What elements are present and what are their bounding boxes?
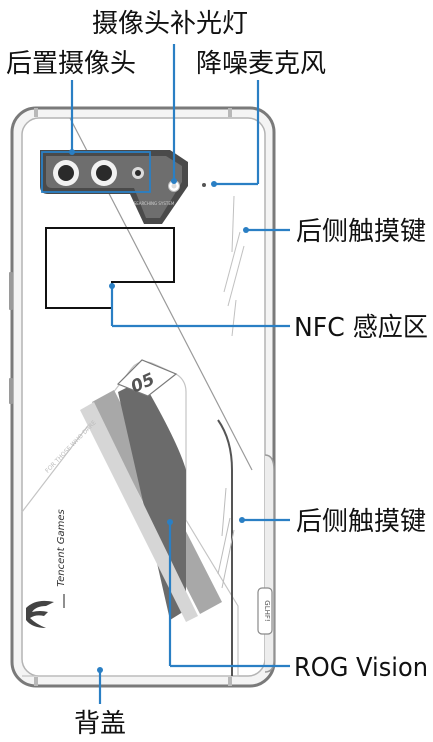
side-design-line xyxy=(217,419,233,676)
dot-side-touch-lower xyxy=(239,517,245,523)
frame-seam-bottom-right xyxy=(228,677,232,686)
rear-camera-highlight-box xyxy=(41,151,151,193)
label-side-touch-lower: 后侧触摸键 xyxy=(296,507,426,537)
frame-seam-top-right xyxy=(228,108,232,117)
rog-logo-icon xyxy=(26,600,54,628)
dot-noise-mic xyxy=(211,181,217,187)
camera-small-text: SEARCHING SYSTEM xyxy=(134,201,175,206)
macro-lens-inner-icon xyxy=(135,170,141,176)
right-side-port xyxy=(264,454,275,673)
label-noise-mic: 降噪麦克风 xyxy=(196,49,326,79)
upper-touch-key-marks xyxy=(223,195,245,337)
dot-side-touch-upper xyxy=(243,227,249,233)
mic-hole-icon xyxy=(202,183,206,187)
side-mark-plate xyxy=(257,587,273,635)
lower-touch-key-marks xyxy=(217,487,235,589)
nfc-area-outline xyxy=(45,227,175,309)
label-back-cover: 背盖 xyxy=(74,709,126,739)
dot-rog-vision xyxy=(167,519,173,525)
dot-back-cover xyxy=(97,667,103,673)
dot-rear-camera xyxy=(69,149,75,155)
label-nfc: NFC 感应区 xyxy=(294,313,428,343)
dot-nfc xyxy=(109,283,115,289)
dot-fill-light xyxy=(171,178,177,184)
left-side-button-upper xyxy=(9,272,13,310)
wide-lens-inner-icon xyxy=(96,165,112,181)
frame-seam-bottom-left xyxy=(34,677,38,686)
callout-labels: 摄像头补光灯 后置摄像头 降噪麦克风 后侧触摸键 NFC 感应区 后侧触摸键 R… xyxy=(6,9,428,739)
label-side-touch-upper: 后侧触摸键 xyxy=(296,217,426,247)
label-rear-camera: 后置摄像头 xyxy=(6,49,136,79)
camera-housing-plate xyxy=(46,156,182,218)
label-rog-vision: ROG Vision xyxy=(294,653,428,683)
side-mark-text: GLHF! xyxy=(263,600,271,621)
leader-lines xyxy=(69,44,290,704)
brand-text: Tencent Games xyxy=(56,509,67,586)
main-lens-inner-icon xyxy=(58,165,74,181)
model-mark-badge xyxy=(116,359,178,397)
design-band-outline xyxy=(21,361,239,677)
camera-module: SEARCHING SYSTEM xyxy=(40,150,188,224)
left-side-button-lower xyxy=(9,378,13,404)
label-fill-light: 摄像头补光灯 xyxy=(92,9,248,39)
design-stripe-light xyxy=(80,402,198,622)
fill-light-inner-icon xyxy=(171,183,177,189)
frame-seam-top-left xyxy=(34,108,38,117)
